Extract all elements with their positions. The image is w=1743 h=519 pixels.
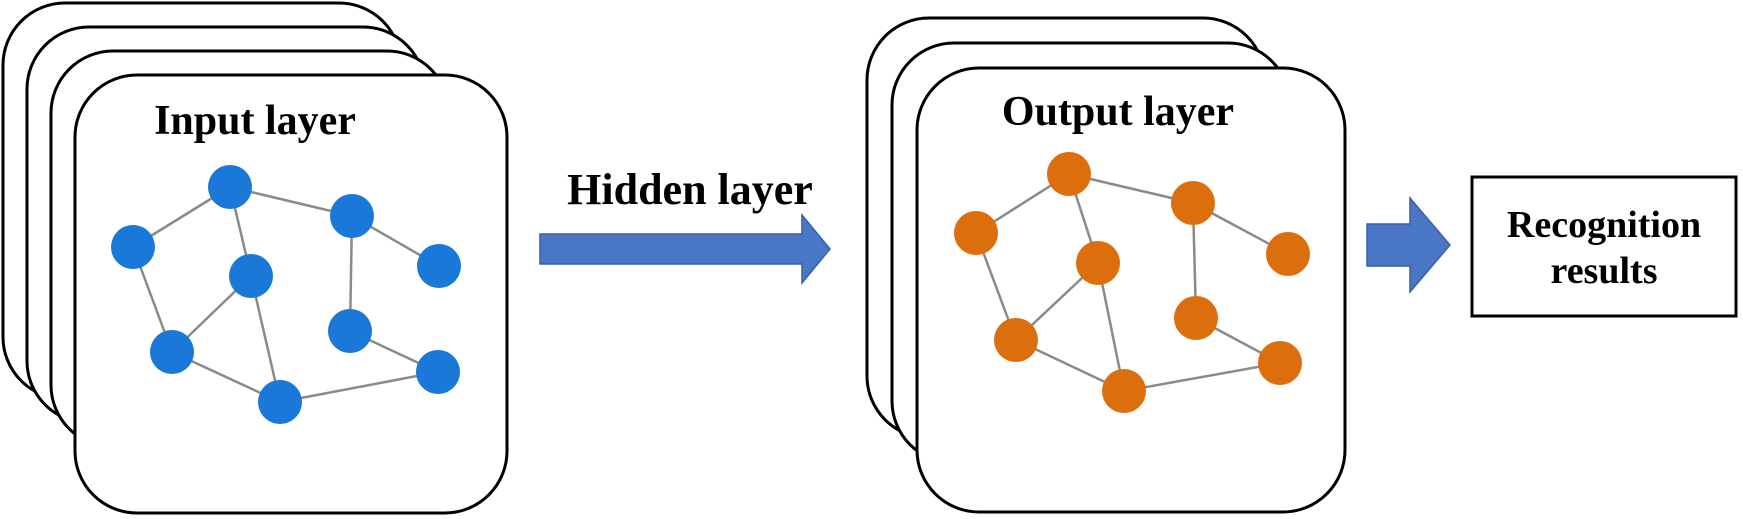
- hidden-layer-arrow: [539, 212, 831, 286]
- input-graph-node: [258, 380, 302, 424]
- output-graph-node: [1266, 232, 1310, 276]
- input-graph: [111, 165, 461, 424]
- output-layer-title: Output layer: [1002, 89, 1234, 135]
- input-graph-node: [328, 309, 372, 353]
- output-graph-node: [1076, 241, 1120, 285]
- output-graph-node: [1171, 181, 1215, 225]
- output-graph-node: [994, 318, 1038, 362]
- input-graph-node: [229, 254, 273, 298]
- output-layer-stack: Output layer: [865, 16, 1347, 514]
- input-graph-node: [111, 225, 155, 269]
- output-graph-node: [1102, 369, 1146, 413]
- recognition-results-box: Recognition results: [1470, 175, 1738, 318]
- input-graph-edge: [279, 370, 439, 404]
- output-stack-card-front: [915, 66, 1347, 514]
- output-graph-node: [1047, 152, 1091, 196]
- input-layer-title: Input layer: [154, 98, 356, 144]
- hidden-layer-label: Hidden layer: [567, 165, 813, 214]
- input-graph-node: [208, 165, 252, 209]
- output-graph-node: [1258, 341, 1302, 385]
- input-graph-node: [417, 244, 461, 288]
- input-layer-stack: Input layer: [1, 1, 509, 515]
- output-graph-node: [1174, 296, 1218, 340]
- output-graph: [954, 152, 1310, 413]
- recognition-results-line1: Recognition: [1507, 204, 1701, 246]
- result-arrow: [1366, 195, 1451, 295]
- input-graph-node: [330, 194, 374, 238]
- input-graph-node: [416, 350, 460, 394]
- input-stack-card-front: [73, 73, 509, 515]
- input-graph-node: [150, 330, 194, 374]
- recognition-results-frame: [1470, 175, 1738, 318]
- output-graph-edge: [1123, 361, 1281, 393]
- recognition-results-line2: results: [1551, 250, 1658, 292]
- output-graph-node: [954, 211, 998, 255]
